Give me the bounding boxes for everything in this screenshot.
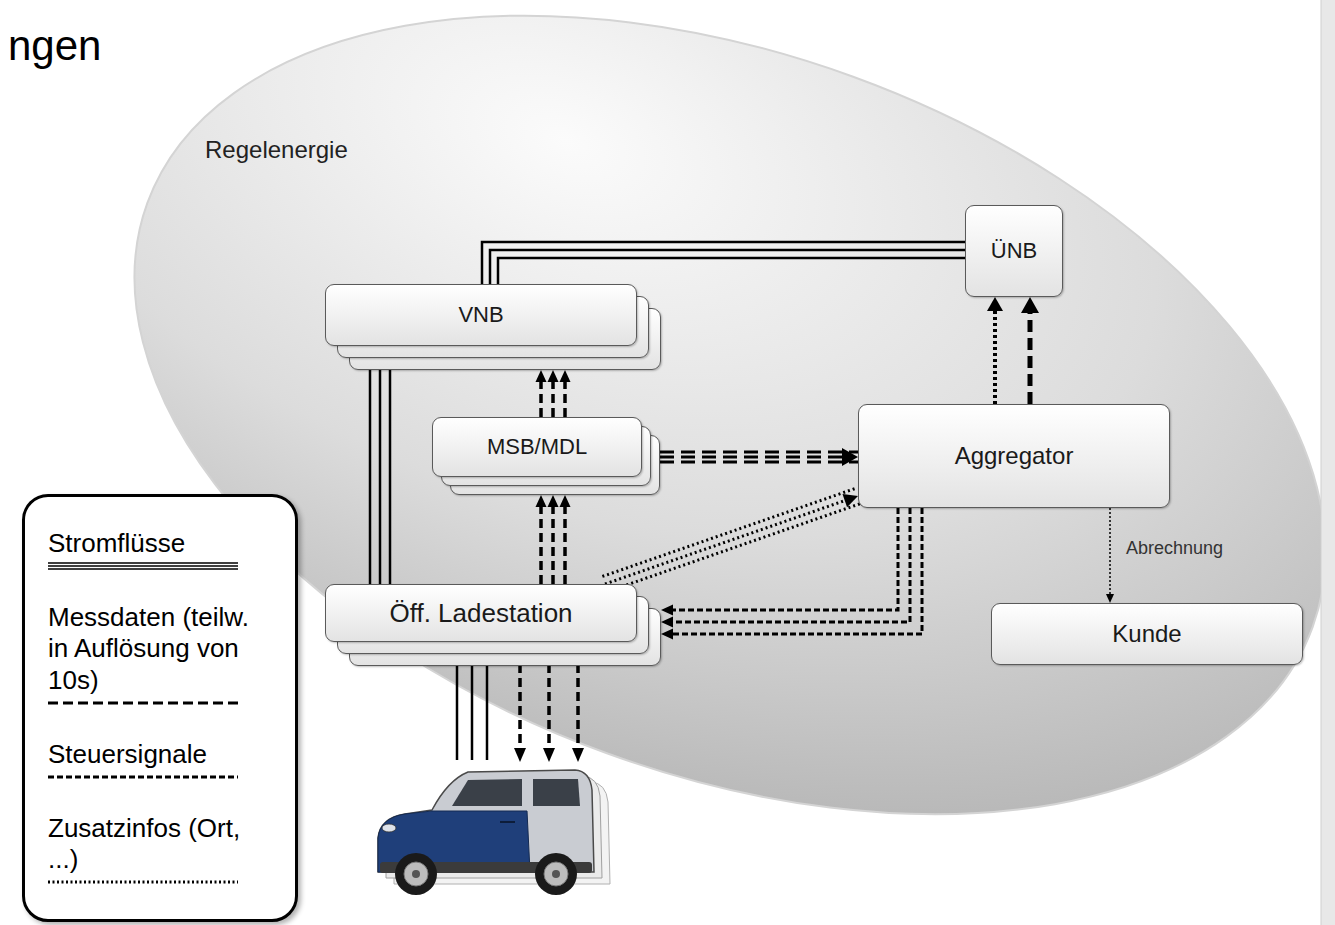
connector-line [539,380,543,417]
legend-item: Stromflüsse [48,528,275,572]
legend-text: Stromflüsse [48,528,275,560]
connector-line [369,370,372,584]
legend-text: Messdaten (teilw. in Auflösung von 10s) [48,602,275,697]
legend-line [48,562,238,564]
connector-line [389,370,392,584]
box-label: Kunde [1112,620,1181,648]
box-label: Öff. Ladestation [389,598,572,629]
legend-sample [48,771,248,783]
legend-line [48,568,238,570]
legend-sample [48,560,248,572]
legend-item: Zusatzinfos (Ort, ...) [48,813,275,888]
region-ellipse: RegelenergieÜNB VNB MSB/MDL AggregatorÖff. … [130,10,1335,820]
legend-text: Steuersignale [48,739,275,771]
legend-text: Zusatzinfos (Ort, ...) [48,813,275,876]
box-face: Öff. Ladestation [325,584,637,642]
box-face: Aggregator [858,404,1170,508]
legend-item: Steuersignale [48,739,275,783]
side-bar [1321,0,1335,925]
box-face: ÜNB [965,205,1063,297]
legend-sample [48,697,248,709]
box-face: VNB [325,284,637,346]
car-illustration [378,770,610,895]
legend-line [48,880,238,883]
arrow-head [842,448,858,466]
region-label: Regelenergie [205,136,348,164]
process-box: ÜNB [965,205,1063,297]
slide-title-box: ngen [8,22,101,70]
box-face: MSB/MDL [432,417,642,477]
region-label-box: Regelenergie [205,136,348,164]
box-label: ÜNB [991,238,1037,264]
connector-line [563,380,567,417]
connector-line [379,370,382,584]
connector-line [551,380,555,417]
legend-item: Messdaten (teilw. in Auflösung von 10s) [48,602,275,709]
process-box: Kunde [991,603,1303,665]
legend-line [48,775,238,778]
process-box: Aggregator [858,404,1170,508]
box-label: Aggregator [955,442,1074,470]
legend-box: StromflüsseMessdaten (teilw. in Auflösun… [22,494,298,922]
process-box: VNB [325,284,661,370]
connector-line [660,456,844,459]
edge-label-box: Abrechnung [1126,538,1223,559]
box-label: MSB/MDL [487,434,587,460]
process-box: MSB/MDL [432,417,660,495]
box-label: VNB [458,302,503,328]
side-bar-edge [1321,0,1322,925]
legend-sample [48,876,248,888]
edge-label: Abrechnung [1126,538,1223,559]
box-face: Kunde [991,603,1303,665]
slide-title: ngen [8,22,101,70]
legend-line [48,701,238,704]
region-ellipse-shape [130,10,1335,820]
process-box: Öff. Ladestation [325,584,661,666]
legend-line [48,565,238,567]
